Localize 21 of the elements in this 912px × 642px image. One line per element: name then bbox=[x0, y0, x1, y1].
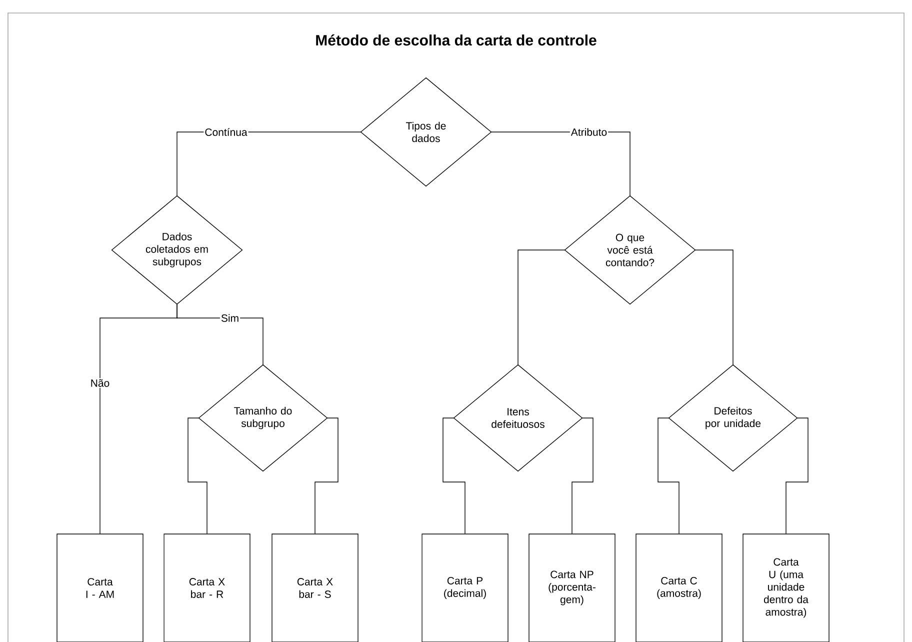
edge-label: Não bbox=[89, 378, 111, 388]
title: Método de escolha da carta de controle bbox=[316, 34, 596, 46]
chart-box: Carta C (amostra) bbox=[636, 534, 722, 642]
chart-box: Carta I - AM bbox=[56, 534, 144, 642]
connector-line bbox=[442, 418, 466, 534]
chart-box: Carta U (uma unidade dentro da amostra) bbox=[742, 534, 830, 642]
chart-box: Carta NP (porcenta- gem) bbox=[528, 534, 616, 642]
connector-line bbox=[176, 304, 264, 366]
connector-line bbox=[572, 418, 594, 534]
chart-box: Carta X bar - R bbox=[164, 534, 250, 642]
edge-label: Atributo bbox=[570, 127, 608, 137]
chart-box: Carta X bar - S bbox=[272, 534, 358, 642]
edge-label: Contínua bbox=[204, 127, 248, 137]
connector-line bbox=[658, 418, 680, 534]
connector-line bbox=[188, 418, 208, 534]
connector-line bbox=[786, 418, 808, 534]
chart-box: Carta P (decimal) bbox=[422, 534, 508, 642]
edge-label: Sim bbox=[220, 313, 240, 323]
connector-line bbox=[694, 250, 734, 366]
connector-line bbox=[314, 418, 338, 534]
connector-line bbox=[518, 250, 566, 366]
